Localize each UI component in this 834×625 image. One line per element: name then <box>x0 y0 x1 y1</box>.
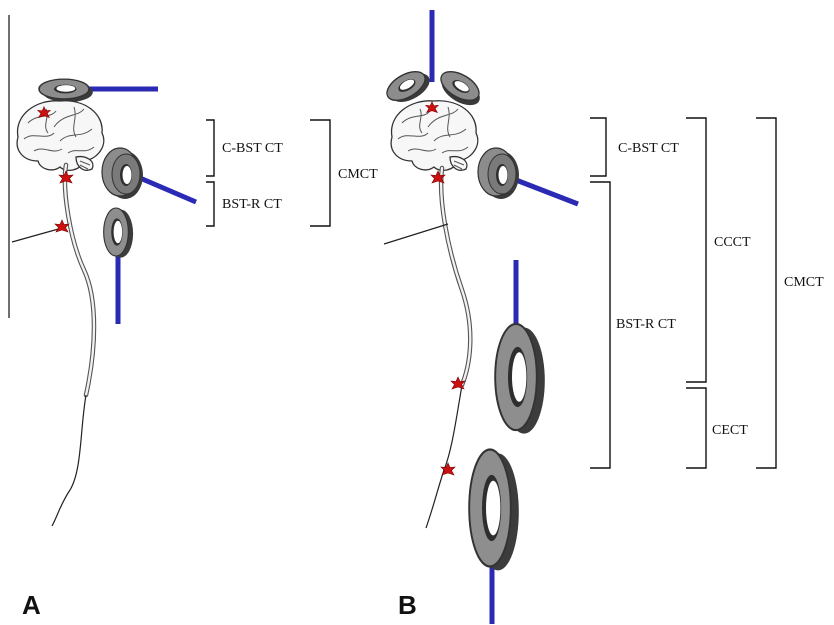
stimulation-site-icon <box>54 219 70 233</box>
panel-a-label: A <box>22 590 41 620</box>
peripheral-nerve-icon <box>425 384 463 529</box>
bracket-cmct <box>310 119 331 227</box>
label-bstr-ct: BST-R CT <box>222 197 282 212</box>
coil-wire <box>515 177 579 207</box>
peripheral-nerve-branch <box>383 223 449 245</box>
magnetic-coil-icon <box>38 78 94 103</box>
spinal-cord-icon <box>62 162 97 398</box>
bracket-ccct <box>686 117 707 383</box>
label-ccct: CCCT <box>714 235 751 250</box>
magnetic-coil-icon <box>477 147 520 200</box>
label-cmct: CMCT <box>338 167 378 182</box>
label-cbst-ct: C-BST CT <box>222 141 283 156</box>
bracket-bstr-ct <box>206 181 215 227</box>
magnetic-coil-icon <box>103 207 134 259</box>
label-bstr-ct: BST-R CT <box>616 317 676 332</box>
peripheral-nerve-branch <box>11 227 63 243</box>
bracket-cbst-ct <box>206 119 215 177</box>
peripheral-nerve-icon <box>51 394 87 527</box>
bracket-bstr-ct <box>590 181 611 469</box>
coil-wire <box>139 175 197 205</box>
brain-icon <box>16 100 105 172</box>
label-cbst-ct: C-BST CT <box>618 141 679 156</box>
panel-b-label: B <box>398 590 417 620</box>
spinal-cord-icon <box>438 165 473 388</box>
stimulation-site-icon <box>440 462 456 476</box>
magnetic-coil-icon <box>494 322 546 435</box>
label-cect: CECT <box>712 423 748 438</box>
label-cmct: CMCT <box>784 275 824 290</box>
panel-b: C-BST CT BST-R CT CCCT CECT CMCT B <box>381 10 824 624</box>
bracket-cect <box>686 387 707 469</box>
bracket-cbst-ct <box>590 117 607 177</box>
magnetic-coil-icon <box>101 147 144 200</box>
panel-a: C-BST CT BST-R CT CMCT A <box>8 15 378 620</box>
bracket-cmct <box>756 117 777 469</box>
stimulation-site-icon <box>58 170 74 184</box>
magnetic-coil-icon <box>468 448 520 572</box>
